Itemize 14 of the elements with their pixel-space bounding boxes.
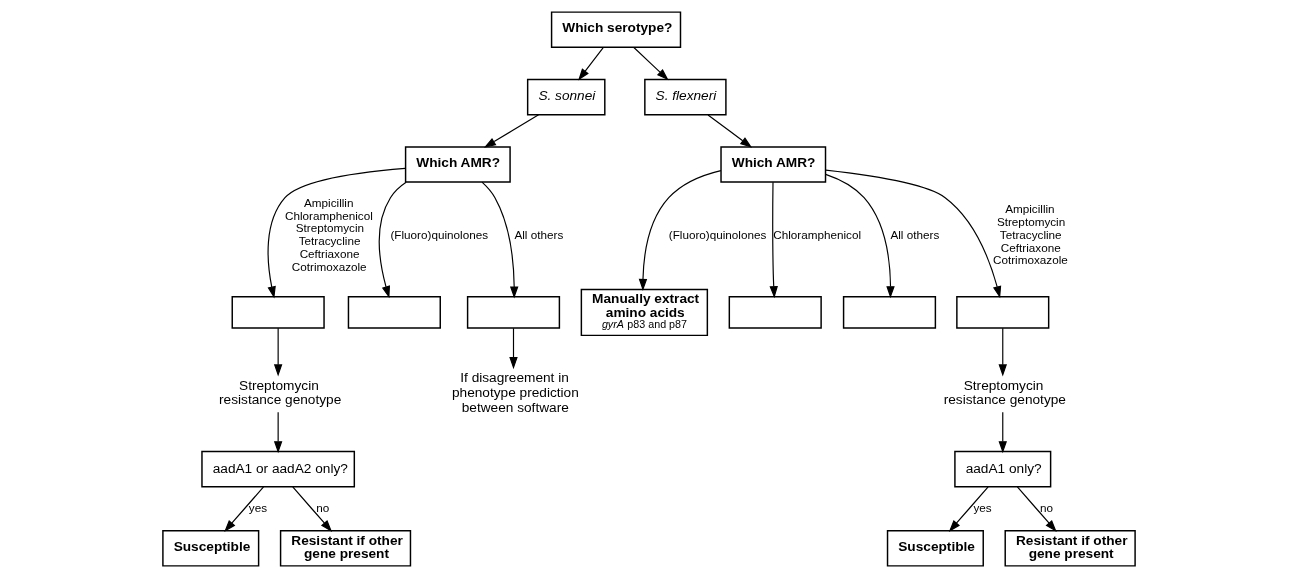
- edge-label: Ampicillin Streptomycin Tetracycline Ceftriaxone Cotrimoxazole: [993, 202, 1068, 267]
- edge-label: All others: [890, 227, 940, 241]
- edge-label: (Fluoro)quinolones: [668, 227, 767, 241]
- edge-label: All others: [514, 227, 564, 241]
- node-text: Streptomycin resistance genotype: [219, 377, 342, 408]
- edge-label: (Fluoro)quinolones: [390, 227, 489, 241]
- edge-label: no: [316, 500, 330, 514]
- edge-label: Chloramphenicol: [773, 227, 862, 241]
- node-text: If disagreement in phenotype prediction between software: [451, 370, 579, 415]
- edge-label: no: [1039, 500, 1053, 514]
- edge-label: yes: [973, 500, 992, 514]
- edge-label: yes: [248, 500, 268, 514]
- node-text: Streptomycin resistance genotype: [943, 377, 1066, 408]
- edge-label: Ampicillin Chloramphenicol Streptomycin Tetracycline Ceftriaxone Cotrimoxazole: [284, 196, 373, 273]
